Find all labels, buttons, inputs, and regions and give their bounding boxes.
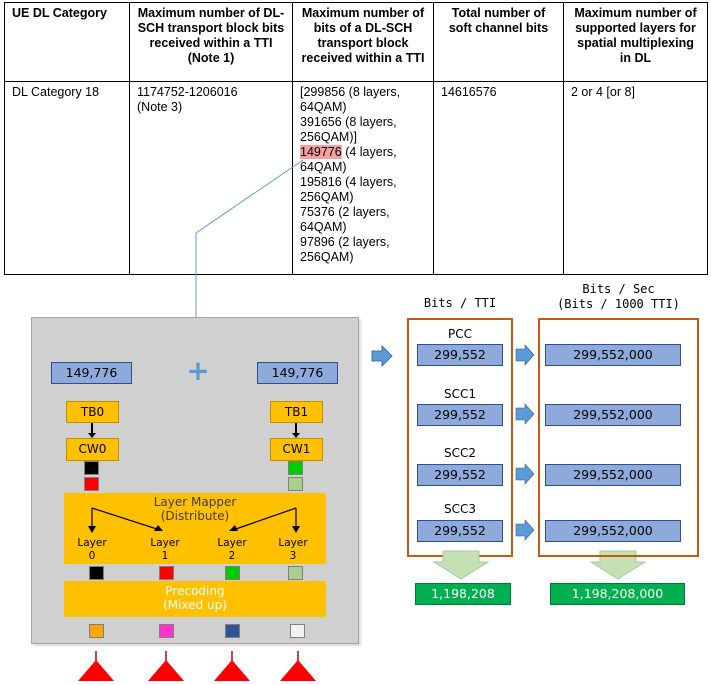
layer-0-symbol bbox=[89, 566, 104, 580]
soft-bits-cell: 14616576 bbox=[433, 81, 564, 275]
category-cell: DL Category 18 bbox=[4, 81, 130, 275]
cw0-symbol-b bbox=[84, 477, 99, 491]
antenna-icon bbox=[148, 660, 184, 681]
bits-sec-header: Bits / Sec (Bits / 1000 TTI) bbox=[538, 282, 699, 312]
max-bits-line: 64QAM) bbox=[300, 220, 347, 234]
carrier-label-scc3: SCC3 bbox=[443, 502, 476, 516]
table-header-row: UE DL Category Maximum number of DL-SCH … bbox=[4, 2, 708, 82]
tb-bits-cell: 1174752-1206016 (Note 3) bbox=[129, 81, 293, 275]
total-bits-tti: 1,198,208 bbox=[415, 583, 511, 605]
bits-sec-subtitle: (Bits / 1000 TTI) bbox=[557, 297, 680, 311]
down-arrow-icon bbox=[432, 550, 490, 580]
precoding-block: Precoding (Mixed up) bbox=[64, 581, 326, 617]
max-bits-line: 97896 (2 layers, bbox=[300, 235, 390, 249]
cw1-box: CW1 bbox=[270, 438, 323, 461]
max-bits-line-highlighted: 149776 (4 layers, bbox=[300, 145, 426, 160]
right-arrow-icon bbox=[515, 344, 535, 366]
carrier-bits-scc2: 299,552 bbox=[417, 464, 503, 486]
table-header-cell: Maximum number of supported layers for s… bbox=[563, 2, 708, 82]
max-bits-line: 75376 (2 layers, bbox=[300, 205, 390, 219]
antenna-icon bbox=[280, 660, 316, 681]
precoded-symbol-1 bbox=[159, 624, 174, 638]
bits-sec-title: Bits / Sec bbox=[582, 282, 655, 296]
max-bits-line: 64QAM) bbox=[300, 160, 347, 174]
layers-cell: 2 or 4 [or 8] bbox=[563, 81, 708, 275]
precoding-title: Precoding bbox=[165, 584, 225, 598]
antenna-icon bbox=[214, 660, 250, 681]
cw0-symbol-a bbox=[84, 461, 99, 475]
carrier-label-scc1: SCC1 bbox=[443, 387, 476, 401]
right-arrow-icon bbox=[515, 519, 535, 541]
max-bits-cell: [299856 (8 layers, 64QAM) 391656 (8 laye… bbox=[292, 81, 434, 275]
bits-tti-header: Bits / TTI bbox=[423, 296, 497, 310]
table-row: DL Category 18 1174752-1206016 (Note 3) … bbox=[4, 81, 708, 275]
max-bits-line: 256QAM) bbox=[300, 190, 354, 204]
max-bits-line: 391656 (8 layers, bbox=[300, 115, 397, 129]
tb0-box: TB0 bbox=[66, 401, 119, 423]
cw0-box: CW0 bbox=[66, 438, 119, 461]
layer-2-symbol bbox=[225, 566, 240, 580]
arrowhead bbox=[88, 433, 96, 438]
max-bits-line: 256QAM)] bbox=[300, 130, 357, 144]
precoding-subtitle: (Mixed up) bbox=[163, 598, 227, 612]
table-header-cell: UE DL Category bbox=[4, 2, 130, 82]
down-arrow-icon bbox=[589, 550, 647, 580]
arrowhead bbox=[292, 433, 300, 438]
precoded-symbol-0 bbox=[89, 624, 104, 638]
layer-mapper-block: Layer Mapper (Distribute) bbox=[64, 493, 326, 564]
carrier-bps-pcc: 299,552,000 bbox=[545, 344, 681, 366]
carrier-bps-scc3: 299,552,000 bbox=[545, 520, 681, 542]
right-arrow-icon bbox=[515, 403, 535, 425]
layer-mapper-title: Layer Mapper bbox=[153, 495, 237, 509]
max-bits-line: [299856 (8 layers, bbox=[300, 85, 401, 99]
right-arrow-icon bbox=[371, 345, 393, 367]
carrier-label-scc2: SCC2 bbox=[443, 446, 476, 460]
cw1-symbol-b bbox=[288, 477, 303, 491]
highlighted-rest: (4 layers, bbox=[341, 145, 397, 159]
layer-3-symbol bbox=[288, 566, 303, 580]
highlighted-value: 149776 bbox=[300, 145, 342, 159]
tb1-box: TB1 bbox=[270, 401, 323, 423]
carrier-bits-scc1: 299,552 bbox=[417, 404, 503, 426]
max-bits-line: 64QAM) bbox=[300, 100, 347, 114]
total-bits-sec: 1,198,208,000 bbox=[550, 583, 685, 605]
precoded-symbol-3 bbox=[290, 624, 305, 638]
ue-category-table: UE DL Category Maximum number of DL-SCH … bbox=[4, 2, 708, 275]
carrier-bits-scc3: 299,552 bbox=[417, 520, 503, 542]
carrier-label-pcc: PCC bbox=[448, 327, 472, 341]
max-bits-line: 256QAM) bbox=[300, 250, 354, 264]
carrier-bps-scc1: 299,552,000 bbox=[545, 404, 681, 426]
antenna-icon bbox=[78, 660, 114, 681]
cw1-symbol-a bbox=[288, 461, 303, 475]
layer-mapper-subtitle: (Distribute) bbox=[160, 509, 230, 523]
plus-icon: + bbox=[186, 354, 210, 387]
max-bits-line: 195816 (4 layers, bbox=[300, 175, 397, 189]
layer-1-symbol bbox=[159, 566, 174, 580]
carrier-bps-scc2: 299,552,000 bbox=[545, 464, 681, 486]
table-header-cell: Maximum number of DL-SCH transport block… bbox=[129, 2, 293, 82]
tb-bits-value: 1174752-1206016 bbox=[137, 85, 238, 99]
right-arrow-icon bbox=[515, 463, 535, 485]
carrier-bits-pcc: 299,552 bbox=[417, 344, 503, 366]
bits-sec-frame bbox=[538, 318, 699, 557]
tb-size-left: 149,776 bbox=[51, 362, 132, 384]
tb-bits-note: (Note 3) bbox=[137, 100, 183, 114]
precoded-symbol-2 bbox=[225, 624, 240, 638]
tb-size-right: 149,776 bbox=[257, 362, 338, 384]
